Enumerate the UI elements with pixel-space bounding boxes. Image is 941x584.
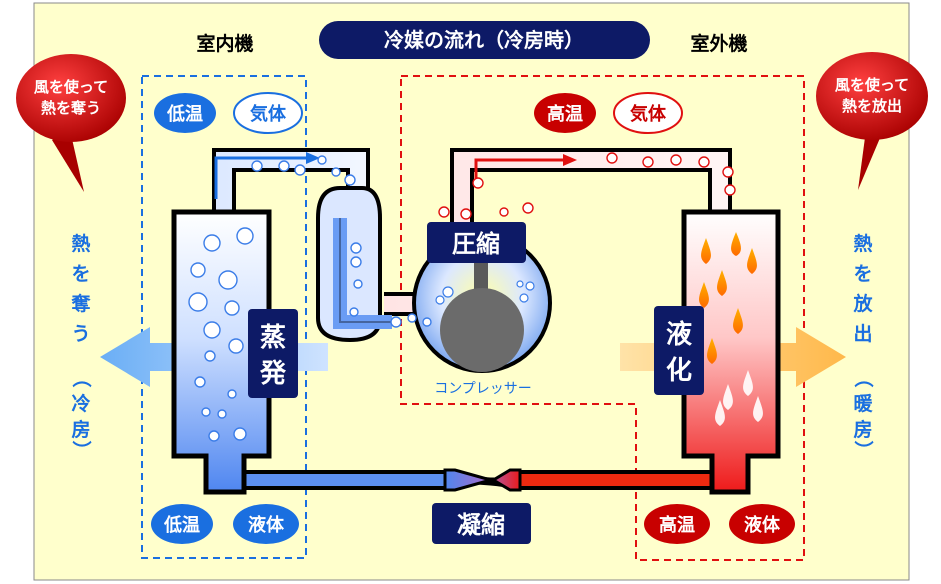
indoor-bubble-line-2: 熱を奪う	[41, 99, 101, 117]
svg-text:冷: 冷	[71, 392, 90, 415]
svg-text:を: を	[853, 263, 872, 285]
svg-text:奪: 奪	[70, 292, 91, 315]
compression-label: 圧縮	[452, 230, 500, 258]
evaporation-label-box	[248, 309, 298, 398]
svg-text:（: （	[852, 368, 875, 387]
svg-text:暖: 暖	[853, 392, 873, 415]
outdoor-top-state: 気体	[630, 103, 667, 125]
svg-text:房: 房	[71, 418, 90, 441]
outdoor-bottom-temp: 高温	[659, 514, 695, 536]
svg-text:（: （	[70, 368, 93, 387]
compression-label-box	[427, 222, 526, 263]
svg-text:を: を	[71, 263, 90, 285]
outdoor-unit-heading: 室外機	[690, 32, 747, 55]
indoor-bottom-temp: 低温	[163, 514, 200, 536]
evaporation-label-2: 発	[259, 359, 287, 389]
gas-bubbles-compressor	[435, 280, 535, 305]
flow-arrow-indoor	[214, 152, 320, 199]
compressor-rotor	[440, 288, 524, 372]
indoor-top-state: 気体	[250, 103, 287, 125]
indoor-side-text: 熱 を 奪 う （ 冷 房 ）	[70, 232, 93, 460]
condensation-label: 凝縮	[457, 511, 505, 539]
compressor-caption: コンプレッサー	[434, 381, 532, 397]
outdoor-unit-frame	[400, 75, 805, 561]
svg-text:）: ）	[70, 440, 93, 459]
liquefaction-label-2: 化	[666, 356, 692, 386]
liquefaction-label-1: 液	[666, 320, 692, 350]
indoor-unit-frame	[141, 75, 307, 559]
svg-text:熱: 熱	[853, 232, 872, 255]
svg-text:う: う	[71, 323, 90, 345]
svg-text:房: 房	[853, 418, 872, 441]
indoor-bottom-state: 液体	[248, 514, 285, 536]
outdoor-top-temp: 高温	[547, 103, 583, 125]
evaporation-label-1: 蒸	[260, 323, 286, 353]
svg-text:）: ）	[852, 440, 875, 459]
flow-arrow-outdoor	[474, 154, 577, 185]
svg-text:熱: 熱	[71, 232, 90, 255]
expansion-valve	[443, 468, 522, 492]
title-banner	[319, 21, 650, 59]
liquefaction-label-box	[654, 306, 704, 395]
outdoor-bubble-line-1: 風を使って	[835, 76, 909, 94]
svg-text:出: 出	[853, 322, 872, 345]
condensation-label-box	[432, 503, 531, 544]
diagram-title: 冷媒の流れ（冷房時）	[384, 28, 584, 52]
indoor-top-temp: 低温	[166, 103, 203, 125]
outdoor-side-text: 熱 を 放 出 （ 暖 房 ）	[852, 232, 875, 460]
indoor-unit-heading: 室内機	[196, 32, 253, 55]
gas-bubbles-indoor	[188, 155, 432, 442]
condenser-column	[681, 209, 781, 495]
outdoor-bottom-state: 液体	[744, 514, 781, 536]
gas-bubbles-outdoor	[438, 152, 736, 220]
heat-drops	[699, 232, 763, 426]
evaporator-column	[171, 209, 272, 495]
indoor-speech-bubble: 風を使って 熱を奪う	[16, 54, 126, 192]
indoor-bubble-line-1: 風を使って	[34, 78, 108, 96]
outdoor-bubble-line-2: 熱を放出	[842, 97, 902, 115]
outdoor-speech-bubble: 風を使って 熱を放出	[816, 52, 928, 190]
svg-text:放: 放	[852, 292, 873, 315]
